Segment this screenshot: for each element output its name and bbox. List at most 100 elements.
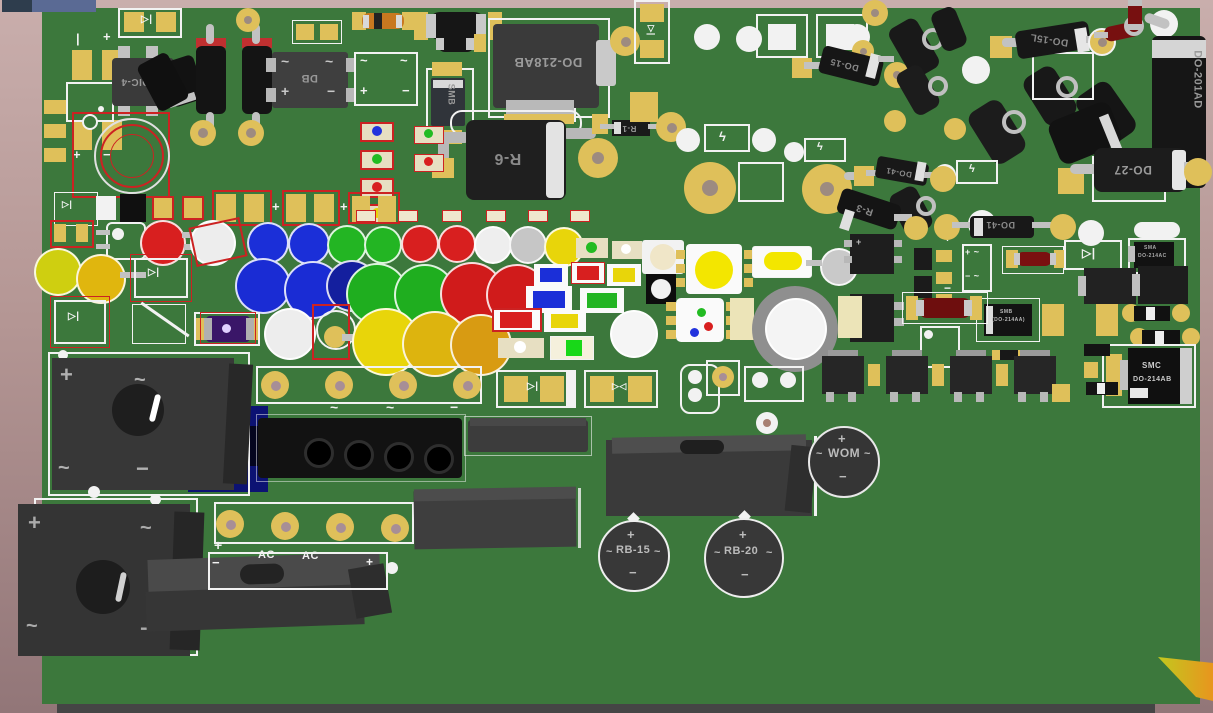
melf-cap: [1050, 253, 1056, 265]
through-hole-pad: [904, 216, 928, 240]
smd-led[interactable]: [752, 246, 812, 278]
silkscreen-outline: [496, 370, 576, 408]
led-amber[interactable]: [76, 254, 126, 304]
silkscreen-ring: [94, 118, 170, 194]
led-green[interactable]: [364, 226, 402, 264]
led-white[interactable]: [190, 220, 236, 266]
wom-bridge[interactable]: [808, 426, 880, 498]
do-218ab-diode[interactable]: [493, 24, 599, 108]
cathode-band: [986, 306, 993, 334]
do-41-diode[interactable]: [970, 216, 1034, 238]
smd-led[interactable]: [528, 210, 548, 222]
sma-diode[interactable]: [1134, 242, 1174, 268]
polarity-mark: ~: [606, 546, 613, 558]
dpak-transistor[interactable]: [950, 356, 992, 394]
diode-symbol: ▷|: [527, 381, 539, 392]
lead: [844, 256, 852, 263]
component-label: R-1: [622, 124, 637, 133]
silkscreen-outline: [680, 364, 720, 414]
silkscreen-outline: [464, 416, 592, 456]
smd-led[interactable]: [570, 210, 590, 222]
melf-cap: [426, 14, 436, 38]
led-silver[interactable]: [509, 226, 547, 264]
lead: [438, 132, 449, 162]
courtyard-outline: [200, 312, 256, 344]
lead: [266, 88, 276, 102]
melf-diode-red[interactable]: [1128, 0, 1142, 30]
capacitor[interactable]: [242, 46, 272, 114]
melf-cap: [363, 15, 369, 28]
led-red[interactable]: [438, 225, 476, 263]
power-led-dome[interactable]: [765, 298, 827, 360]
component-label: (DO-214AA): [992, 317, 1026, 323]
led-die-blue: [690, 328, 699, 337]
smd-led[interactable]: [442, 210, 462, 222]
smd-led[interactable]: [356, 210, 376, 222]
capacitor[interactable]: [196, 46, 226, 114]
smd-led[interactable]: [486, 210, 506, 222]
led-green[interactable]: [327, 225, 367, 265]
rb-20-bridge[interactable]: [704, 518, 784, 598]
led-white[interactable]: [610, 310, 658, 358]
smd-bridge[interactable]: [850, 234, 894, 274]
smd-component[interactable]: [120, 194, 146, 222]
lead: [804, 62, 822, 69]
dpak-transistor[interactable]: [1014, 356, 1056, 394]
polarity-mark: −: [839, 469, 848, 484]
through-hole-pad: [944, 118, 966, 140]
melf-cap: [396, 15, 402, 28]
r-1-diode[interactable]: [612, 120, 650, 136]
led-die-white: [222, 324, 231, 333]
window-fragment-dark[interactable]: [2, 0, 32, 12]
melf-diode-red[interactable]: [1016, 252, 1052, 266]
metal-tab: [506, 100, 574, 116]
solder-pad: [314, 194, 334, 222]
led-white[interactable]: [264, 308, 316, 360]
led-die-white: [651, 279, 671, 299]
polarity-mark: ~: [714, 547, 721, 559]
lead: [894, 240, 902, 247]
component-label: DO-214AB: [1133, 376, 1172, 383]
smd-led[interactable]: [398, 210, 418, 222]
smd-diode[interactable]: [1138, 266, 1188, 304]
led-red[interactable]: [401, 225, 439, 263]
silkscreen-dot: [150, 494, 161, 505]
melf-resistor[interactable]: [362, 13, 404, 29]
smd-component[interactable]: [1000, 350, 1018, 360]
dpak-transistor[interactable]: [886, 356, 928, 394]
led-blue[interactable]: [288, 223, 330, 265]
solder-pad: [936, 250, 952, 262]
window-fragment-blue[interactable]: [32, 0, 96, 12]
smd-component[interactable]: [1084, 344, 1110, 356]
zener-symbol: ϟ: [817, 141, 824, 153]
zener-symbol: ϟ: [719, 129, 727, 144]
rgb-led[interactable]: [676, 298, 724, 342]
polarity-mark: +: [281, 83, 290, 99]
solder-pad: [730, 298, 754, 340]
dpak-transistor[interactable]: [822, 356, 864, 394]
lead: [1070, 164, 1100, 174]
drill-hole: [336, 523, 346, 533]
drill-hole: [860, 48, 867, 55]
polarity-mark: −: [450, 399, 459, 415]
sot23-transistor[interactable]: [914, 248, 932, 270]
led-blue[interactable]: [235, 258, 291, 314]
drill-hole: [244, 16, 252, 24]
led-yellow[interactable]: [34, 248, 82, 296]
solder-pad: [868, 364, 880, 386]
silkscreen-notch: [82, 114, 98, 130]
metal-tab: [1078, 276, 1086, 296]
do-27-diode[interactable]: [1094, 148, 1186, 192]
melf-diode[interactable]: [438, 36, 474, 52]
polarity-mark: −: [402, 83, 411, 98]
smd-diode[interactable]: [1084, 268, 1136, 304]
db-bridge-rectifier[interactable]: [272, 52, 348, 108]
solder-pad: [54, 224, 66, 242]
polarity-mark: +: [60, 362, 74, 387]
smd-component[interactable]: [1130, 388, 1148, 398]
melf-diode-red[interactable]: [918, 298, 972, 318]
rb-15-bridge[interactable]: [598, 520, 670, 592]
led-white[interactable]: [474, 226, 512, 264]
courtyard-ring: [110, 134, 154, 178]
